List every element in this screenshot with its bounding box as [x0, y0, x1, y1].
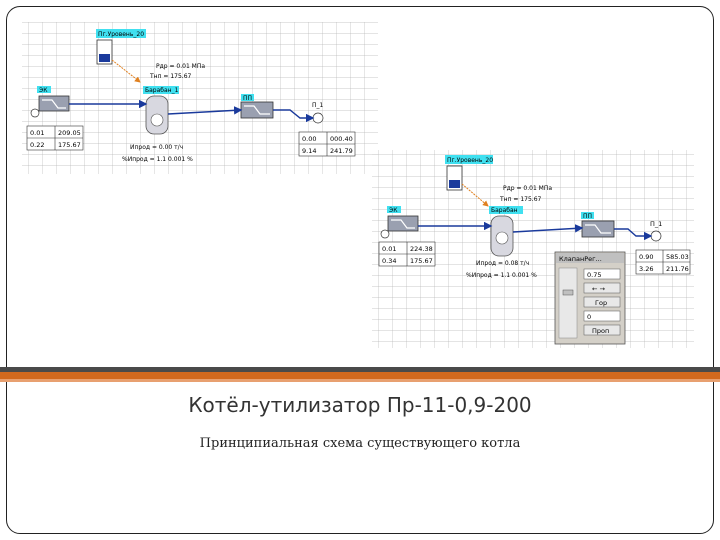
- control-value: 0.75: [587, 271, 601, 279]
- drum-line2-top: %Ипрод = 1.1 0.001 %: [122, 156, 193, 163]
- drum-window-bottom: [495, 231, 509, 245]
- control-slider[interactable]: [558, 267, 578, 339]
- pressure-text-top: Рдр = 0.01 МПа: [156, 63, 205, 70]
- left-table-top-cell: 175.67: [58, 141, 81, 149]
- slide-title: Котёл-утилизатор Пр-11-0,9-200: [188, 393, 532, 417]
- left-tag-bottom-text: ЭК: [389, 207, 398, 214]
- pressure-text-bottom: Рдр = 0.01 МПа: [503, 185, 552, 192]
- superheater-bottom-symbol: [585, 224, 611, 234]
- control-panel[interactable]: КлапанРег... 0.75 ← → Гор 0 Проп: [554, 251, 626, 345]
- drum-tag-bottom-text: Барабан: [491, 207, 518, 214]
- scheme-bottom: Пг.Уровень_20 Рдр = 0.01 МПа Тнп = 175.6…: [372, 150, 694, 348]
- pump-bottom: [380, 229, 390, 239]
- divider-band-dark: [0, 367, 720, 372]
- right-table-bottom: 0.90 585.03 3.26 211.76: [635, 249, 691, 275]
- right-table-bottom-cell: 3.26: [639, 265, 653, 273]
- economizer-top-symbol: [42, 99, 66, 109]
- right-tag-bottom: [581, 212, 594, 219]
- flow-line-bottom-2: [512, 224, 584, 233]
- control-gor-button[interactable]: [583, 296, 621, 308]
- economizer-bottom-symbol: [391, 219, 415, 229]
- control-gor-label: Гор: [595, 299, 607, 307]
- right-table-top-cell: 000.40: [330, 135, 353, 143]
- scheme-top: Пг.Уровень_20 Рдр = 0.01 МПа Тнп = 175.6…: [22, 22, 378, 174]
- divider-band-light: [0, 379, 720, 382]
- left-table-top: 0.01 209.05 0.22 175.67: [26, 125, 84, 151]
- right-tag-top: [241, 94, 254, 101]
- drum-line1-top: Ипрод = 0.00 т/ч: [130, 144, 183, 151]
- level-gauge-fill-top: [99, 54, 110, 62]
- left-table-bottom-cell: 175.67: [410, 257, 433, 265]
- signal-line-bottom: [461, 183, 489, 207]
- right-table-top-cell: 9.14: [302, 147, 316, 155]
- control-field-value: 0: [587, 313, 591, 321]
- temp-text-bottom: Тнп = 175.67: [499, 196, 542, 203]
- control-arrows-button[interactable]: [583, 282, 621, 294]
- left-tag-top-text: ЭК: [39, 87, 48, 94]
- control-slider-thumb[interactable]: [562, 289, 574, 296]
- level-tag-top-text: Пг.Уровень_20: [98, 31, 144, 38]
- flow-line-bottom-3: [614, 228, 653, 241]
- drum-tag-top: [143, 86, 179, 94]
- control-arrows: ← →: [592, 285, 606, 293]
- drum-line2-bottom: %Ипрод = 1.1 0.001 %: [466, 272, 537, 279]
- left-table-top-cell: 209.05: [58, 129, 81, 137]
- right-table-top-cell: 241.79: [330, 147, 353, 155]
- left-table-top-cell: 0.01: [30, 129, 44, 137]
- right-table-top-cell: 0.00: [302, 135, 316, 143]
- right-table-bottom-cell: 211.76: [666, 265, 689, 273]
- left-table-bottom-cell: 0.34: [382, 257, 396, 265]
- out-tag-top: П_1: [312, 102, 324, 109]
- divider-band-orange: [0, 372, 720, 379]
- drum-window-top: [150, 113, 164, 127]
- drum-line1-bottom: Ипрод = 0.08 т/ч: [476, 260, 529, 267]
- out-tag-bottom: П_1: [650, 220, 662, 228]
- pump-top: [30, 108, 40, 118]
- drum-tag-bottom: [489, 206, 523, 214]
- right-table-bottom-cell: 0.90: [639, 253, 653, 261]
- control-value-field[interactable]: [583, 268, 621, 280]
- level-gauge-fill-bottom: [449, 180, 460, 188]
- right-table-top: 0.00 000.40 9.14 241.79: [298, 131, 356, 157]
- right-table-bottom-cell: 585.03: [666, 253, 689, 261]
- level-tag-bottom: [445, 155, 493, 164]
- left-tag-top: [37, 86, 51, 93]
- left-tag-bottom: [387, 206, 401, 213]
- flow-line-top-2: [167, 106, 243, 115]
- superheater-top-symbol: [244, 105, 270, 115]
- right-tag-top-text: ПП: [243, 95, 252, 102]
- flow-line-top-3: [273, 109, 315, 123]
- control-panel-title: КлапанРег...: [559, 255, 602, 263]
- drum-tag-top-text: Барабан_1: [145, 87, 179, 94]
- control-prop-button[interactable]: [583, 324, 621, 336]
- control-prop-label: Проп: [592, 327, 609, 335]
- left-table-bottom: 0.01 224.38 0.34 175.67: [378, 241, 436, 267]
- slide-subtitle: Принципиальная схема существующего котла: [199, 436, 521, 451]
- level-tag-top: [96, 29, 146, 38]
- left-table-top-cell: 0.22: [30, 141, 44, 149]
- outlet-valve-bottom: [650, 230, 662, 242]
- scheme-diagram: Пг.Уровень_20 Рдр = 0.01 МПа Тнп = 175.6…: [22, 22, 694, 348]
- right-tag-bottom-text: ПП: [583, 213, 592, 220]
- level-tag-bottom-text: Пг.Уровень_20: [447, 157, 493, 164]
- control-field[interactable]: [583, 310, 621, 322]
- left-table-bottom-cell: 224.38: [410, 245, 433, 253]
- left-table-bottom-cell: 0.01: [382, 245, 396, 253]
- outlet-valve-top: [312, 112, 324, 124]
- temp-text-top: Тнп = 175.67: [149, 73, 192, 80]
